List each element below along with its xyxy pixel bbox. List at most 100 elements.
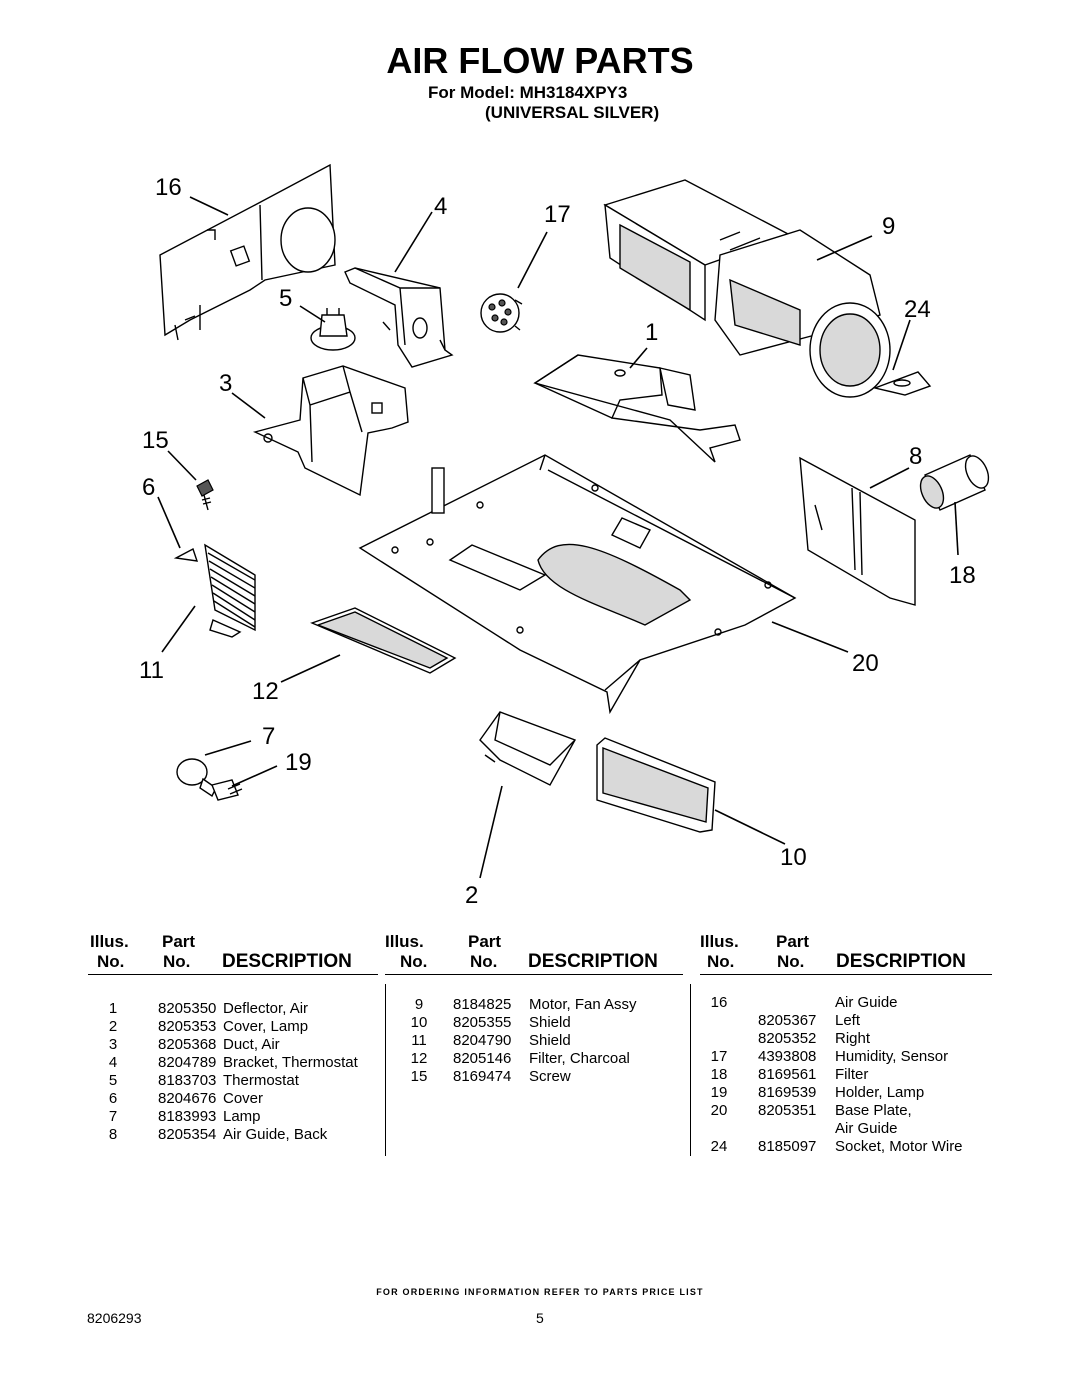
part-6-cover [173,547,199,562]
part-number: 8183993 [158,1108,217,1125]
part-number: 8184825 [453,996,512,1013]
part-number: 8205352 [758,1030,817,1047]
illus-number: 9 [414,996,424,1013]
part-number: 4393808 [758,1048,817,1065]
callout-4: 4 [434,193,447,220]
illus-number: 5 [108,1072,118,1089]
header-illus-bottom: No. [97,952,125,971]
part-number: 8169561 [758,1066,817,1083]
callout-16: 16 [155,174,182,201]
illus-number: 24 [710,1138,728,1155]
part-5-thermostat [310,308,356,351]
part-description: Humidity, Sensor [835,1048,949,1065]
callout-9: 9 [882,213,895,240]
callout-24: 24 [904,296,931,323]
part-number: 8205368 [158,1036,217,1053]
callout-20: 20 [852,650,879,677]
page-number: 5 [536,1310,544,1326]
part-description: Deflector, Air [223,1000,309,1017]
part-description: Holder, Lamp [835,1084,925,1101]
header-description: DESCRIPTION [836,951,966,972]
header-rule [385,974,683,975]
callout-2: 2 [465,882,478,909]
illus-number: 19 [710,1084,728,1101]
header-illus-bottom: No. [400,952,428,971]
illus-number: 10 [410,1014,428,1031]
illus-number: 7 [108,1108,118,1125]
header-rule [700,974,992,975]
callout-5: 5 [279,285,292,312]
part-number: 8205354 [158,1126,217,1143]
part-description: Air Guide [835,994,898,1011]
illus-number: 4 [108,1054,118,1071]
part-description: Filter, Charcoal [529,1050,630,1067]
part-3-duct-air [252,365,409,497]
callout-19: 19 [285,749,312,776]
part-description: Air Guide, Back [223,1126,328,1143]
model-number: For Model: MH3184XPY3 [428,83,628,102]
part-description: Left [835,1012,861,1029]
callout-11: 11 [139,657,164,684]
part-19-holder-lamp [211,779,243,801]
part-7-lamp [176,758,217,798]
part-number: 8169539 [758,1084,817,1101]
header-part-top: Part [468,932,502,951]
header-illus-top: Illus. [90,932,129,951]
callout-18: 18 [949,562,976,589]
part-number: 8205367 [758,1012,817,1029]
illus-number: 3 [108,1036,118,1053]
callout-8: 8 [909,443,922,470]
illus-number: 18 [710,1066,728,1083]
part-description: Right [835,1030,871,1047]
parts-table: Illus. No. Part No. DESCRIPTION Illus. N… [0,930,1080,1170]
ordering-note: FOR ORDERING INFORMATION REFER TO PARTS … [376,1287,704,1297]
part-description: Lamp [223,1108,261,1125]
callout-3: 3 [219,370,232,397]
part-8-air-guide-back [799,456,916,606]
part-number: 8205353 [158,1018,217,1035]
header-illus-top: Illus. [385,932,424,951]
callout-15: 15 [142,427,169,454]
part-10-shield [596,737,716,833]
callout-17: 17 [544,201,571,228]
part-number: 8205146 [453,1050,512,1067]
part-20-base-plate [358,454,797,715]
callout-7: 7 [262,723,275,750]
illus-number: 8 [108,1126,118,1143]
header-part-top: Part [162,932,196,951]
illus-number: 17 [710,1048,728,1065]
part-18-filter [919,454,990,511]
part-11-shield [204,543,256,638]
leader-lines [157,196,959,879]
document-number: 8206293 [87,1310,142,1326]
part-number: 8169474 [453,1068,512,1085]
part-number: 8205350 [158,1000,217,1017]
part-description: Shield [529,1032,571,1049]
exploded-parts-diagram: 16 4 17 9 24 5 1 3 15 8 6 18 11 20 12 7 … [139,163,990,909]
part-number: 8204789 [158,1054,217,1071]
part-description: Duct, Air [223,1036,280,1053]
part-description: Thermostat [223,1072,299,1089]
part-4-bracket-thermostat [344,267,454,368]
header-part-bottom: No. [777,952,805,971]
part-number: 8204676 [158,1090,217,1107]
part-number: 8185097 [758,1138,817,1155]
page-title: AIR FLOW PARTS [386,40,694,81]
part-number: 8183703 [158,1072,217,1089]
header-rule [88,974,378,975]
header-description: DESCRIPTION [528,951,658,972]
column-separator [385,984,386,1156]
part-9-motor-fan-assy [603,179,891,398]
illus-number: 12 [410,1050,428,1067]
part-description: Cover, Lamp [223,1018,309,1035]
illus-number: 20 [710,1102,728,1119]
illus-number: 2 [108,1018,118,1035]
part-description: Socket, Motor Wire [835,1138,963,1155]
part-description: Screw [529,1068,571,1085]
column-separator [690,984,691,1156]
part-24-socket-motor-wire [872,371,932,396]
part-15-screw [196,479,214,511]
header-part-bottom: No. [163,952,191,971]
part-12-filter-charcoal [310,607,457,674]
callout-12: 12 [252,678,279,705]
